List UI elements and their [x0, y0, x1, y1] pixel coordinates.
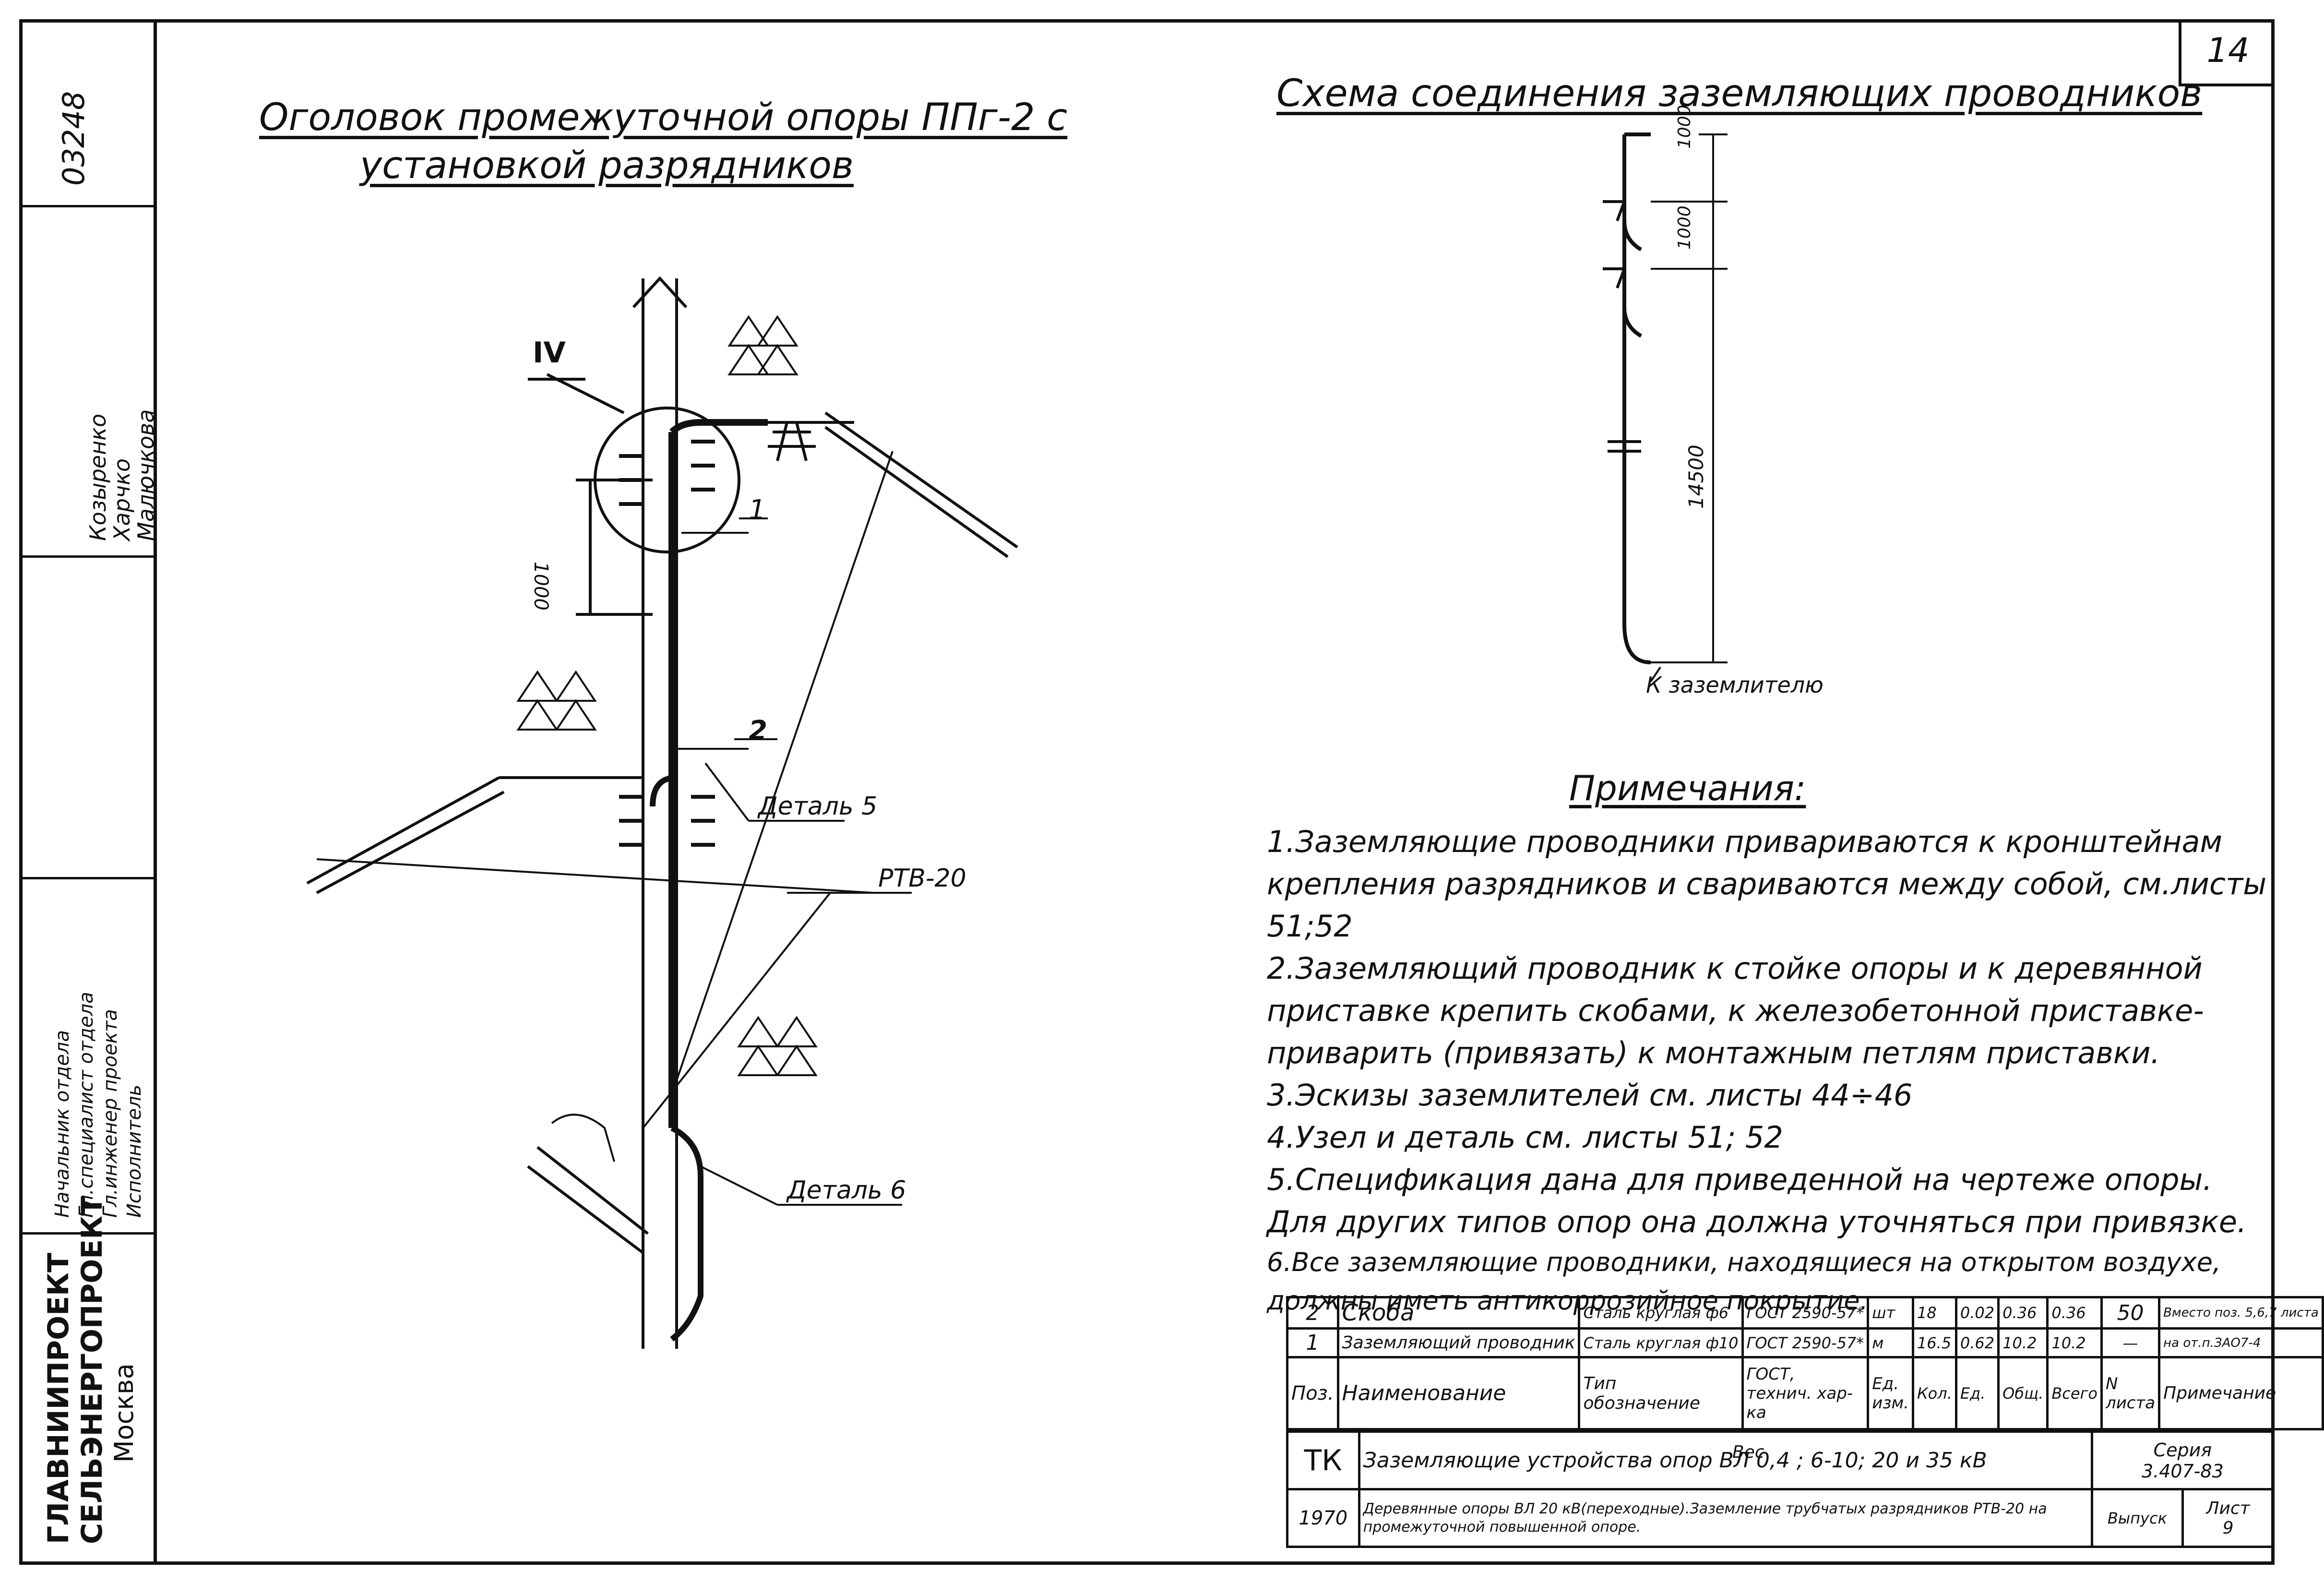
table-cell: 1 — [1286, 1327, 1339, 1358]
table-cell: Заземляющий проводник — [1336, 1327, 1581, 1358]
series-label: Серия — [2153, 1439, 2212, 1461]
table-cell: м — [1867, 1327, 1914, 1358]
schematic-dim-1000-top: 1000 — [1675, 105, 1694, 149]
notes-list: 1.Заземляющие проводники привариваются к… — [1267, 821, 2270, 1320]
schematic-conductor — [1622, 134, 1651, 664]
notes-heading: Примечания: — [1569, 768, 1806, 808]
header-unit: Ед. изм. — [1867, 1356, 1914, 1430]
arrester-top — [727, 315, 799, 375]
insulator-upper — [768, 422, 816, 461]
ground-conductor-bottom — [670, 1125, 703, 1342]
schematic-brackets — [1603, 200, 1627, 289]
title-block-sheet: Лист 9 — [2181, 1488, 2275, 1548]
title-block-code: ТК — [1286, 1430, 1360, 1490]
header-note: Примечание — [2158, 1356, 2324, 1430]
sheet-number: 14 — [2179, 19, 2275, 86]
title-block-series: Серия 3.407-83 — [2090, 1430, 2275, 1490]
lower-bracket — [527, 1146, 649, 1254]
schematic-dim-14500: 14500 — [1684, 444, 1708, 509]
header-sheet: N листа — [2100, 1356, 2161, 1430]
table-cell: 0.02 — [1955, 1296, 2000, 1330]
table-cell: 10.2 — [2046, 1327, 2103, 1358]
note-item: 2.Заземляющий проводник к стойке опоры и… — [1267, 951, 2204, 1070]
table-cell: 0.36 — [2046, 1296, 2103, 1330]
left-title-line1: Оголовок промежуточной опоры ППг-2 с — [259, 96, 1068, 139]
header-type: Тип обозначение — [1578, 1356, 1744, 1430]
table-cell: Сталь круглая ф10 — [1578, 1327, 1744, 1358]
title-block-year: 1970 — [1286, 1488, 1360, 1548]
table-cell: 16.5 — [1911, 1327, 1957, 1358]
header-name: Наименование — [1336, 1356, 1581, 1430]
title-block-issue-label: Выпуск — [2090, 1488, 2184, 1548]
table-row: 2 Скоба Сталь круглая ф6 ГОСТ 2590-57* ш… — [1286, 1296, 2324, 1330]
title-block-title-2: Деревянные опоры ВЛ 20 кВ(переходные).За… — [1358, 1488, 2093, 1548]
table-cell: 10.2 — [1997, 1327, 2049, 1358]
arrester-lower — [737, 1016, 818, 1076]
title-row-2: 1970 Деревянные опоры ВЛ 20 кВ(переходны… — [1286, 1488, 2275, 1548]
drawing-frame — [154, 19, 2275, 1565]
table-header-row: Поз. Наименование Тип обозначение ГОСТ, … — [1286, 1356, 2324, 1430]
position-1-label: 1 — [749, 494, 766, 526]
header-all-weight: Всего — [2046, 1356, 2103, 1430]
to-ground-label: К заземлителю — [1646, 672, 1823, 698]
dimension-1000-label: 1000 — [530, 562, 552, 611]
detail-5-label: Деталь 5 — [758, 792, 878, 821]
insulators-upper — [619, 440, 715, 506]
header-qty: Кол. — [1911, 1356, 1957, 1430]
note-item: 5.Спецификация дана для приведенной на ч… — [1267, 1162, 2247, 1239]
schematic-dim-1000-second: 1000 — [1675, 205, 1694, 250]
table-cell: 50 — [2100, 1296, 2161, 1330]
sheet-label: Лист — [2206, 1498, 2250, 1518]
table-cell: 2 — [1286, 1296, 1339, 1330]
arrester-type-label: РТВ-20 — [878, 864, 966, 893]
title-block-title-1: Заземляющие устройства опор ВЛ 0,4 ; 6-1… — [1358, 1430, 2093, 1490]
table-cell: Вместо поз. 5,6,7 листа — [2158, 1296, 2324, 1330]
position-2-label: 2 — [749, 715, 767, 746]
sheet-value: 9 — [2222, 1518, 2234, 1538]
strip-divider — [23, 205, 154, 207]
header-pos: Поз. — [1286, 1356, 1339, 1430]
insulators-lower — [619, 795, 715, 847]
note-item: 3.Эскизы заземлителей см. листы 44÷46 — [1267, 1078, 1913, 1113]
header-gost: ГОСТ, технич. хар-ка — [1741, 1356, 1870, 1430]
left-stamp-strip: 03248 Козыренко Харчко Малючкова Начальн… — [19, 19, 159, 1565]
ground-conductor-top — [669, 419, 768, 435]
title-block: ТК Заземляющие устройства опор ВЛ 0,4 ; … — [1286, 1430, 2275, 1548]
series-number: 3.407-83 — [2141, 1460, 2224, 1482]
strip-divider — [23, 877, 154, 879]
table-cell: 18 — [1911, 1296, 1957, 1330]
table-cell: Сталь круглая ф6 — [1578, 1296, 1744, 1330]
title-row-1: ТК Заземляющие устройства опор ВЛ 0,4 ; … — [1286, 1430, 2275, 1490]
callout-iv-label: IV — [533, 336, 566, 370]
table-row: 1 Заземляющий проводник Сталь круглая ф1… — [1286, 1327, 2324, 1358]
table-cell: — — [2100, 1327, 2161, 1358]
header-unit-weight: Ед. — [1955, 1356, 2000, 1430]
detail-6-label: Деталь 6 — [787, 1176, 906, 1205]
right-title: Схема соединения заземляющих проводников — [1276, 72, 2203, 115]
guy-line — [316, 858, 874, 894]
note-item: 4.Узел и деталь см. листы 51; 52 — [1267, 1120, 1783, 1155]
crossarm-upper — [824, 411, 1018, 549]
table-cell: Скоба — [1336, 1296, 1581, 1330]
table-cell: 0.62 — [1955, 1327, 2000, 1358]
table-cell: шт — [1867, 1296, 1914, 1330]
strip-divider — [23, 555, 154, 558]
note-item: 1.Заземляющие проводники привариваются к… — [1267, 824, 2267, 944]
header-weight: Вес — [1732, 1442, 1764, 1462]
spec-table: 2 Скоба Сталь круглая ф6 ГОСТ 2590-57* ш… — [1286, 1296, 2324, 1430]
arrester-mid — [516, 670, 597, 731]
table-cell: 0.36 — [1997, 1296, 2049, 1330]
header-total-weight: Общ. — [1997, 1356, 2049, 1430]
table-cell: на от.п.ЗАО7-4 — [2158, 1327, 2324, 1358]
specification-block: 2 Скоба Сталь круглая ф6 ГОСТ 2590-57* ш… — [1286, 1296, 2324, 1565]
callout-leader — [546, 373, 625, 414]
table-cell: ГОСТ 2590-57* — [1741, 1327, 1870, 1358]
strip-divider — [23, 1232, 154, 1235]
crossarm-lower — [306, 776, 500, 885]
left-title-line2: установкой разрядников — [360, 144, 854, 187]
table-cell: ГОСТ 2590-57* — [1741, 1296, 1870, 1330]
pole-top-arrow — [632, 276, 688, 309]
